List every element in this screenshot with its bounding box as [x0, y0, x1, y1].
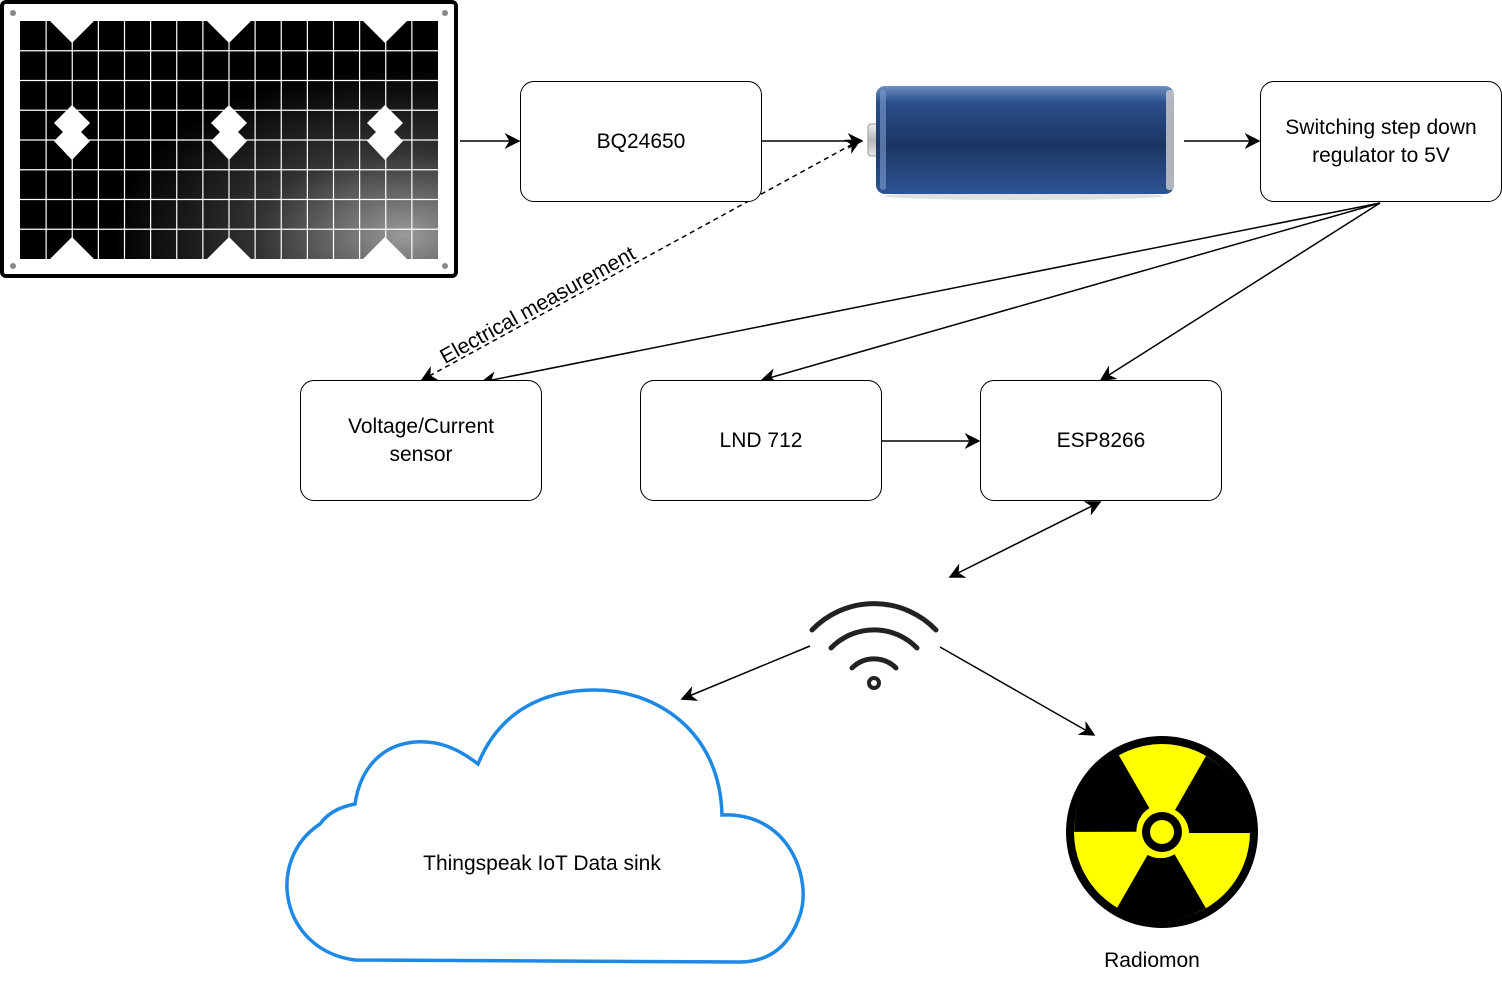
node-lnd712-label: LND 712 [719, 428, 803, 452]
node-sensor-line1: Voltage/Current [348, 414, 494, 438]
edge-wifi-to-cloud [680, 645, 811, 701]
node-regulator-line1: Switching step down [1285, 115, 1477, 139]
node-regulator-label: Switching step down regulator to 5V [1285, 114, 1476, 170]
edges [420, 133, 1381, 736]
cloud-label: Thingspeak IoT Data sink [423, 852, 661, 875]
node-sensor-label: Voltage/Current sensor [348, 413, 494, 469]
node-esp8266-label: ESP8266 [1056, 428, 1146, 452]
node-lnd712[interactable]: LND 712 [640, 380, 882, 501]
edge-regulator-to-sensor [480, 202, 1381, 388]
edge-regulator-to-esp [1099, 202, 1381, 381]
battery-icon [867, 86, 1174, 200]
edge-esp-to-wifi [948, 501, 1102, 578]
solar-panel-icon [0, 0, 458, 278]
node-esp8266[interactable]: ESP8266 [980, 380, 1222, 501]
edge-label-measurement: Electrical measurement [436, 242, 639, 369]
edge-measurement [420, 139, 862, 381]
wifi-icon [809, 601, 939, 690]
solar-panel-diamonds [50, 21, 407, 259]
node-regulator-line2: regulator to 5V [1312, 143, 1450, 167]
node-voltage-current-sensor[interactable]: Voltage/Current sensor [300, 380, 542, 501]
node-regulator[interactable]: Switching step down regulator to 5V [1260, 81, 1502, 202]
edge-wifi-to-radiomon [939, 646, 1096, 736]
cloud-icon [285, 688, 805, 964]
node-sensor-line2: sensor [389, 442, 453, 466]
node-bq24650[interactable]: BQ24650 [520, 81, 762, 202]
edge-regulator-to-lnd [760, 202, 1381, 384]
radiation-icon [1066, 736, 1258, 928]
radiomon-label: Radiomon [1104, 949, 1200, 972]
node-bq24650-label: BQ24650 [596, 129, 686, 153]
